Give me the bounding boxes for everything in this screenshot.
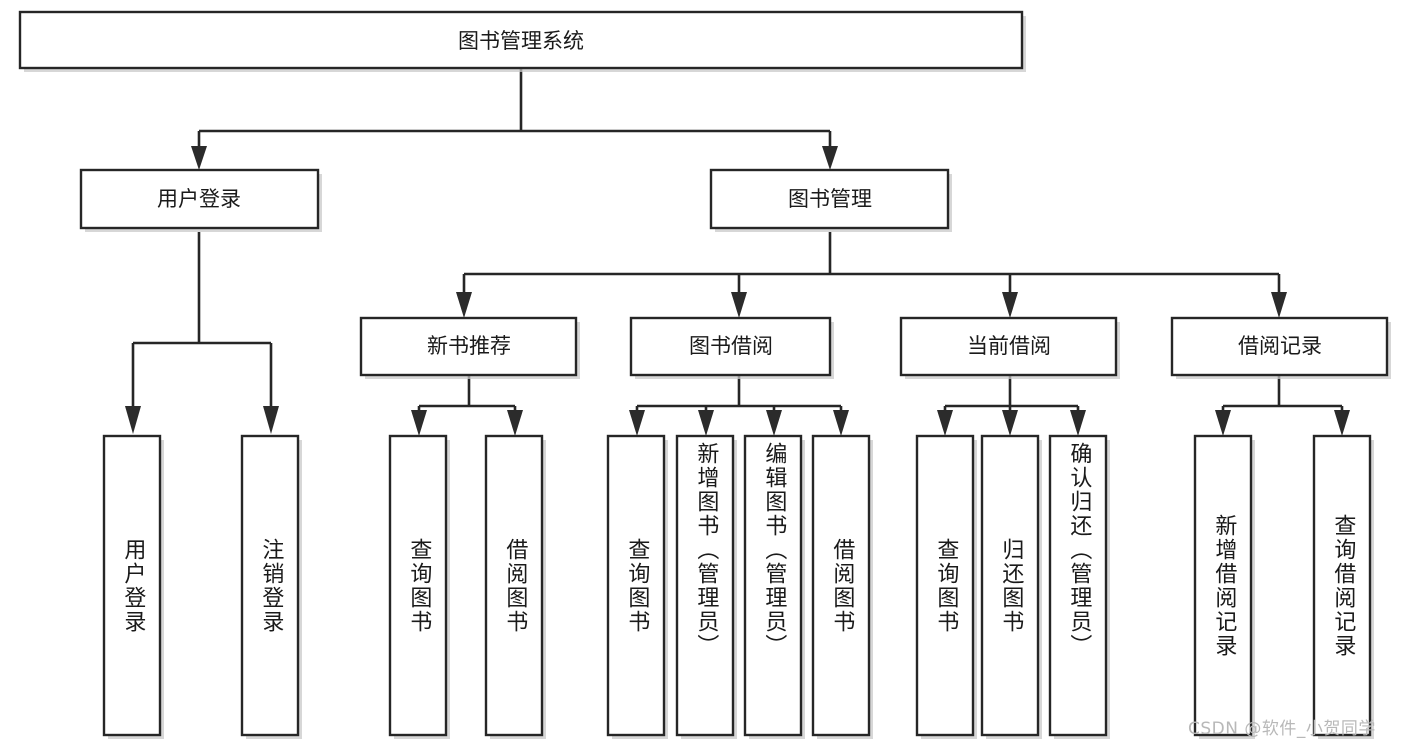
leaf-box-query-record[interactable] xyxy=(1312,434,1372,737)
leaf-boxes-current-borrow xyxy=(915,434,1110,739)
arrow-bookborrow-leaf-1 xyxy=(629,410,645,436)
arrow-bookmgmt-child-3 xyxy=(1002,292,1018,318)
arrow-user-leaf-1 xyxy=(125,406,141,434)
arrow-root-to-user xyxy=(191,146,207,170)
root-label: 图书管理系统 xyxy=(458,29,584,53)
borrow-record-label: 借阅记录 xyxy=(1238,334,1322,358)
leaf-box-query-book-1[interactable] xyxy=(388,434,448,737)
connector-group-borrow-record xyxy=(1215,375,1350,436)
leaf-box-user-login[interactable] xyxy=(102,434,162,737)
leaf-boxes-new-book xyxy=(388,434,546,739)
leaf-box-add-book[interactable] xyxy=(675,434,735,737)
arrow-bookmgmt-child-1 xyxy=(456,292,472,318)
root-box xyxy=(18,10,1024,70)
arrow-borrowrecord-leaf-2 xyxy=(1334,410,1350,436)
arrow-bookborrow-leaf-4 xyxy=(833,410,849,436)
book-borrow-box xyxy=(629,316,832,377)
book-management-label: 图书管理 xyxy=(788,187,872,211)
arrow-currentborrow-leaf-2 xyxy=(1002,410,1018,436)
current-borrow-box xyxy=(899,316,1118,377)
arrow-bookmgmt-child-2 xyxy=(731,292,747,318)
arrow-bookborrow-leaf-3 xyxy=(766,410,782,436)
csdn-watermark: CSDN @软件_小贺同学 xyxy=(1188,719,1376,739)
connector-group-new-book xyxy=(411,375,523,436)
leaf-boxes-user-login xyxy=(102,434,302,739)
connector-group-root xyxy=(191,68,838,170)
user-login-label: 用户登录 xyxy=(157,187,241,211)
new-book-recommend-box xyxy=(359,316,578,377)
node-borrow-record[interactable]: 借阅记录 xyxy=(1170,316,1391,379)
arrow-borrowrecord-leaf-1 xyxy=(1215,410,1231,436)
arrow-bookmgmt-child-4 xyxy=(1271,292,1287,318)
current-borrow-label: 当前借阅 xyxy=(967,334,1051,358)
new-book-recommend-label: 新书推荐 xyxy=(427,334,511,358)
arrow-root-to-bookmgmt xyxy=(822,146,838,170)
leaf-box-confirm-return[interactable] xyxy=(1048,434,1108,737)
arrow-currentborrow-leaf-1 xyxy=(937,410,953,436)
node-book-borrow[interactable]: 图书借阅 xyxy=(629,316,834,379)
leaf-boxes-borrow-record xyxy=(1193,434,1374,739)
arrow-newbook-leaf-2 xyxy=(507,410,523,436)
leaf-box-return-book[interactable] xyxy=(980,434,1040,737)
arrow-user-leaf-2 xyxy=(263,406,279,434)
node-root[interactable]: 图书管理系统 xyxy=(18,10,1026,72)
leaf-box-query-book-3[interactable] xyxy=(915,434,975,737)
connector-group-user-login xyxy=(125,232,279,434)
leaf-boxes-book-borrow xyxy=(606,434,873,739)
user-login-box xyxy=(79,168,320,230)
leaf-box-add-record[interactable] xyxy=(1193,434,1253,737)
leaf-box-query-book-2[interactable] xyxy=(606,434,666,737)
leaf-box-edit-book[interactable] xyxy=(743,434,803,737)
book-borrow-label: 图书借阅 xyxy=(689,334,773,358)
connector-group-book-borrow xyxy=(629,375,849,436)
arrow-bookborrow-leaf-2 xyxy=(698,410,714,436)
connector-group-current-borrow xyxy=(937,375,1086,436)
arrow-currentborrow-leaf-3 xyxy=(1070,410,1086,436)
book-management-box xyxy=(709,168,950,230)
node-user-login[interactable]: 用户登录 xyxy=(79,168,322,232)
leaf-box-borrow-book-2[interactable] xyxy=(811,434,871,737)
node-book-management[interactable]: 图书管理 xyxy=(709,168,952,232)
node-new-book-recommend[interactable]: 新书推荐 xyxy=(359,316,580,379)
borrow-record-box xyxy=(1170,316,1389,377)
node-current-borrow[interactable]: 当前借阅 xyxy=(899,316,1120,379)
leaf-box-logout[interactable] xyxy=(240,434,300,737)
arrow-newbook-leaf-1 xyxy=(411,410,427,436)
leaf-box-borrow-book-1[interactable] xyxy=(484,434,544,737)
connector-group-book-management xyxy=(456,232,1287,318)
